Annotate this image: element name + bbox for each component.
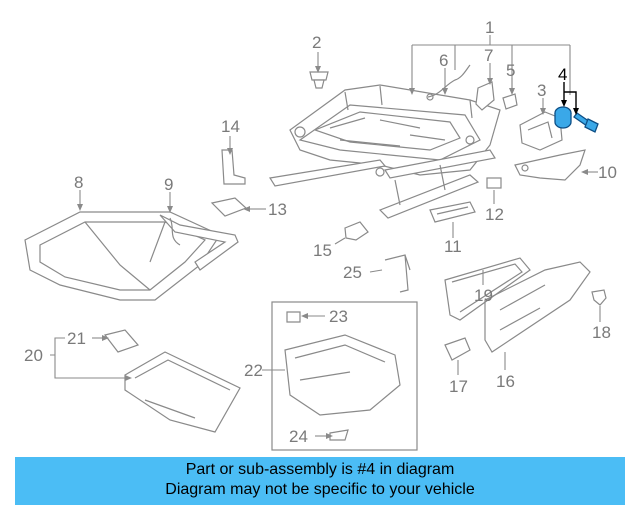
part-24-clip	[329, 429, 349, 441]
callout-7: 7	[484, 46, 493, 65]
part-23-screw	[286, 311, 301, 323]
callout-5: 5	[506, 61, 515, 80]
callout-22: 22	[244, 361, 263, 380]
callout-19: 19	[474, 286, 493, 305]
callout-10: 10	[598, 163, 617, 182]
part-22-group-box	[271, 301, 418, 451]
leader-lines	[50, 35, 601, 439]
callout-15: 15	[313, 241, 332, 260]
part-18-clip	[591, 289, 607, 306]
part-25-bracket	[384, 254, 411, 293]
callout-4: 4	[558, 65, 567, 84]
part-9-cover	[159, 214, 239, 271]
callout-23: 23	[329, 307, 348, 326]
callout-9: 9	[164, 175, 173, 194]
part-10-shield	[514, 149, 586, 181]
callout-11: 11	[444, 237, 462, 256]
callout-25: 25	[343, 263, 362, 282]
callout-16: 16	[496, 372, 515, 391]
callout-labels: 1 2 3 4 5 6 7 8 9 10 11 12 13 14 15 16 1…	[24, 18, 617, 446]
part-4-nut-and-bolt	[554, 106, 599, 133]
callout-12: 12	[485, 205, 504, 224]
part-7-bracket	[475, 81, 495, 111]
part-6-cable	[426, 64, 471, 101]
banner-line-2: Diagram may not be specific to your vehi…	[165, 481, 475, 498]
callout-3: 3	[537, 81, 546, 100]
callout-20: 20	[24, 346, 43, 365]
info-banner: Part or sub-assembly is #4 in diagram Di…	[15, 457, 625, 505]
seat-frame	[269, 84, 501, 219]
part-15-bracket	[344, 221, 369, 241]
part-16-side-shield	[484, 261, 591, 353]
callout-17: 17	[449, 377, 468, 396]
part-20-tray	[124, 351, 241, 433]
callout-1: 1	[485, 18, 494, 37]
callout-21: 21	[67, 329, 86, 348]
part-11-trim	[429, 201, 476, 223]
part-12-clip	[486, 177, 502, 189]
part-14-bracket	[221, 149, 246, 185]
callout-2: 2	[312, 33, 321, 52]
callout-8: 8	[74, 173, 83, 192]
part-2-clip	[309, 71, 329, 89]
part-21-pad	[103, 329, 140, 353]
part-5-bracket	[502, 93, 518, 110]
callout-14: 14	[221, 117, 240, 136]
part-8-cushion	[24, 211, 221, 301]
callout-6: 6	[439, 51, 448, 70]
callout-18: 18	[592, 323, 611, 342]
part-17-bracket	[444, 337, 471, 361]
callout-13: 13	[268, 200, 287, 219]
callout-24: 24	[289, 427, 308, 446]
part-13-bracket	[210, 197, 248, 217]
parts-diagram: 1 2 3 4 5 6 7 8 9 10 11 12 13 14 15 16 1…	[24, 18, 617, 451]
part-3-cover	[519, 111, 563, 151]
banner-line-1: Part or sub-assembly is #4 in diagram	[185, 461, 455, 478]
